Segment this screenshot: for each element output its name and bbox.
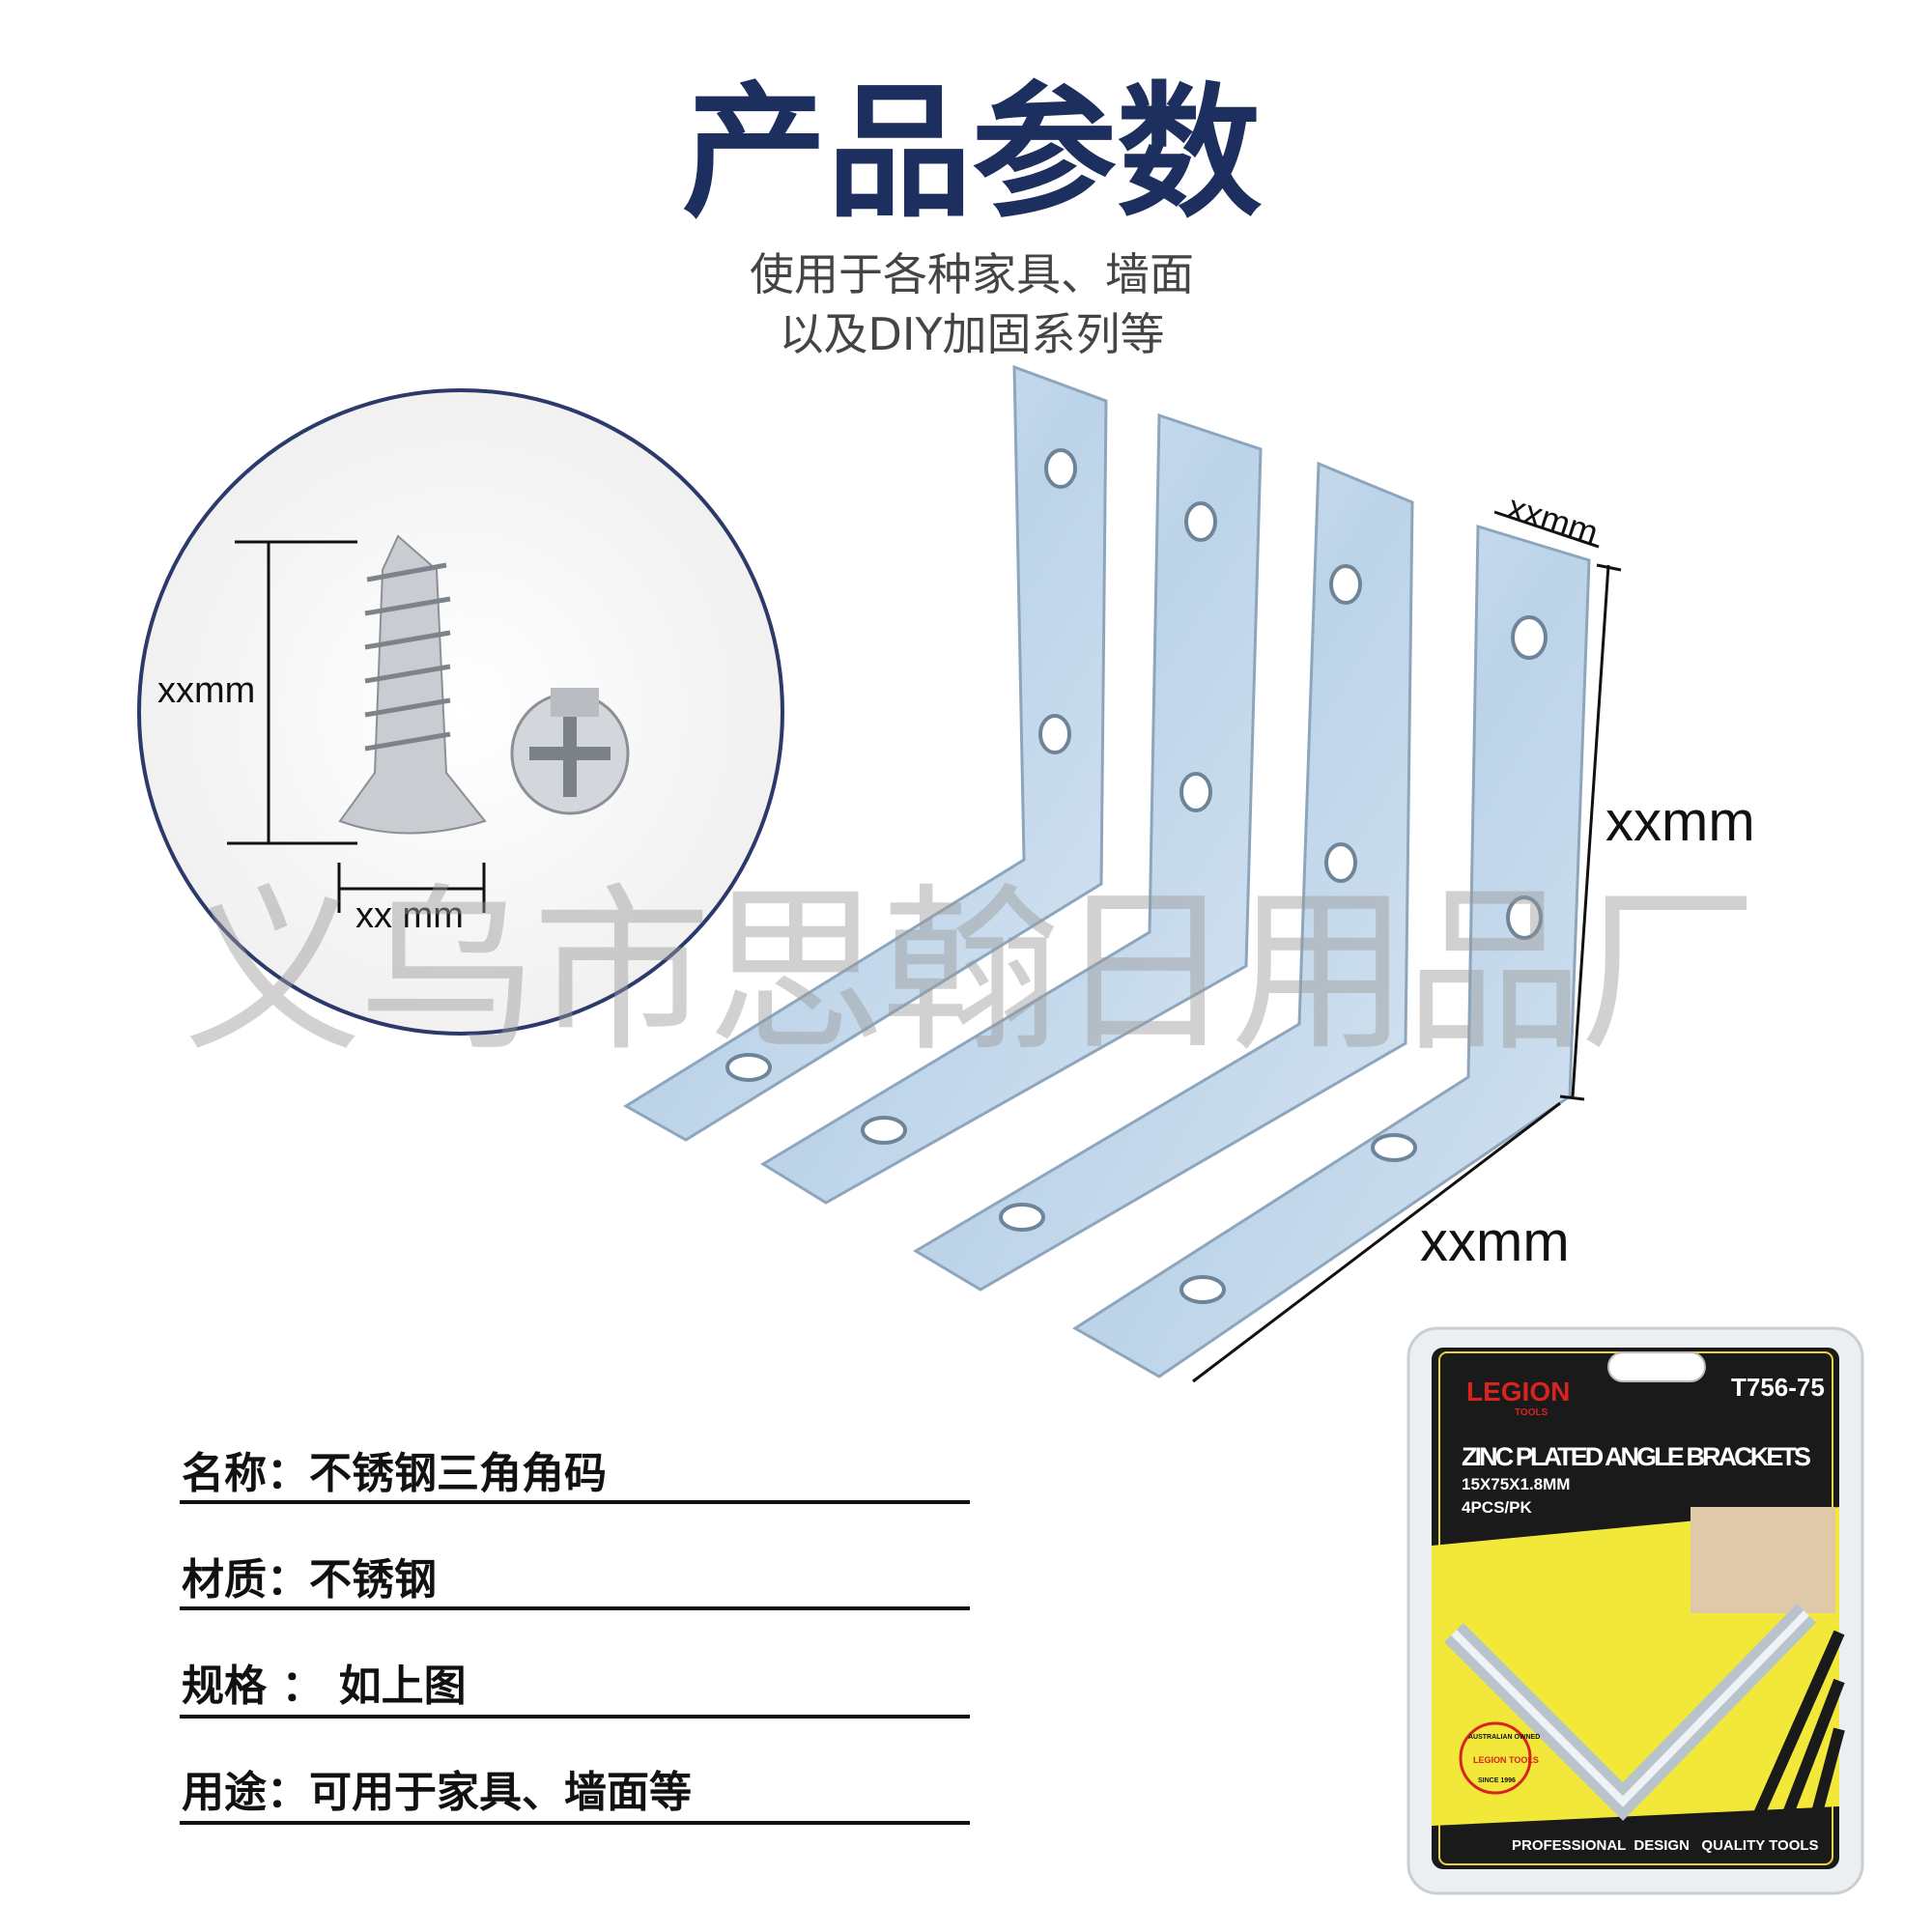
bracket-dimension-lines [1192,510,1622,1383]
subtitle-line-2: 以及DIY加固系列等 [779,308,1164,360]
seal-bottom-text: SINCE 1996 [1478,1777,1516,1784]
package-qty: 4PCS/PK [1462,1498,1532,1517]
spec-usage: 用途：可用于家具、墙面等 [182,1768,692,1817]
subtitle-line-1: 使用于各种家具、墙面 [750,248,1194,300]
package-brand-sub: TOOLS [1515,1407,1548,1418]
bracket-1 [623,364,1108,1142]
package-image: LEGION TOOLS T756-75 ZINC PLATED ANGLE B… [1406,1326,1864,1895]
package-footer: PROFESSIONAL DESIGN QUALITY TOOLS [1512,1837,1819,1854]
package-size: 15X75X1.8MM [1462,1475,1570,1493]
angle-brackets-image [623,364,1591,1378]
package-model: T756-75 [1731,1373,1825,1402]
screw-length-label: xxmm [157,670,255,711]
spec-material: 材质：不锈钢 [182,1555,437,1605]
bracket-3 [913,461,1414,1292]
package-seal: AUSTRALIAN OWNED LEGION TOOLS SINCE 1996 [1459,1721,1540,1795]
bracket-height-label: xxmm [1605,790,1755,853]
screw-head-label: xx mm [355,895,464,936]
seal-top-text: AUSTRALIAN OWNED [1468,1734,1540,1741]
screw-image [338,534,630,835]
package-brand: LEGION [1466,1377,1570,1406]
bracket-4 [1072,524,1591,1378]
spec-list: 名称：不锈钢三角角码 材质：不锈钢 规格 ： 如上图 用途：可用于家具、墙面等 [180,1449,970,1825]
watermark: 义乌市思翰日用品厂 [184,867,1758,1076]
package-product: ZINC PLATED ANGLE BRACKETS [1462,1442,1811,1471]
spec-size: 规格 ： 如上图 [182,1662,467,1711]
seal-mid-text: LEGION TOOLS [1473,1755,1539,1765]
spec-name: 名称：不锈钢三角角码 [182,1449,607,1498]
bracket-length-label: xxmm [1420,1210,1570,1273]
bracket-2 [760,412,1263,1205]
screw-detail-circle: xxmm xx mm [137,388,784,1036]
page-title: 产品参数 [682,70,1262,238]
